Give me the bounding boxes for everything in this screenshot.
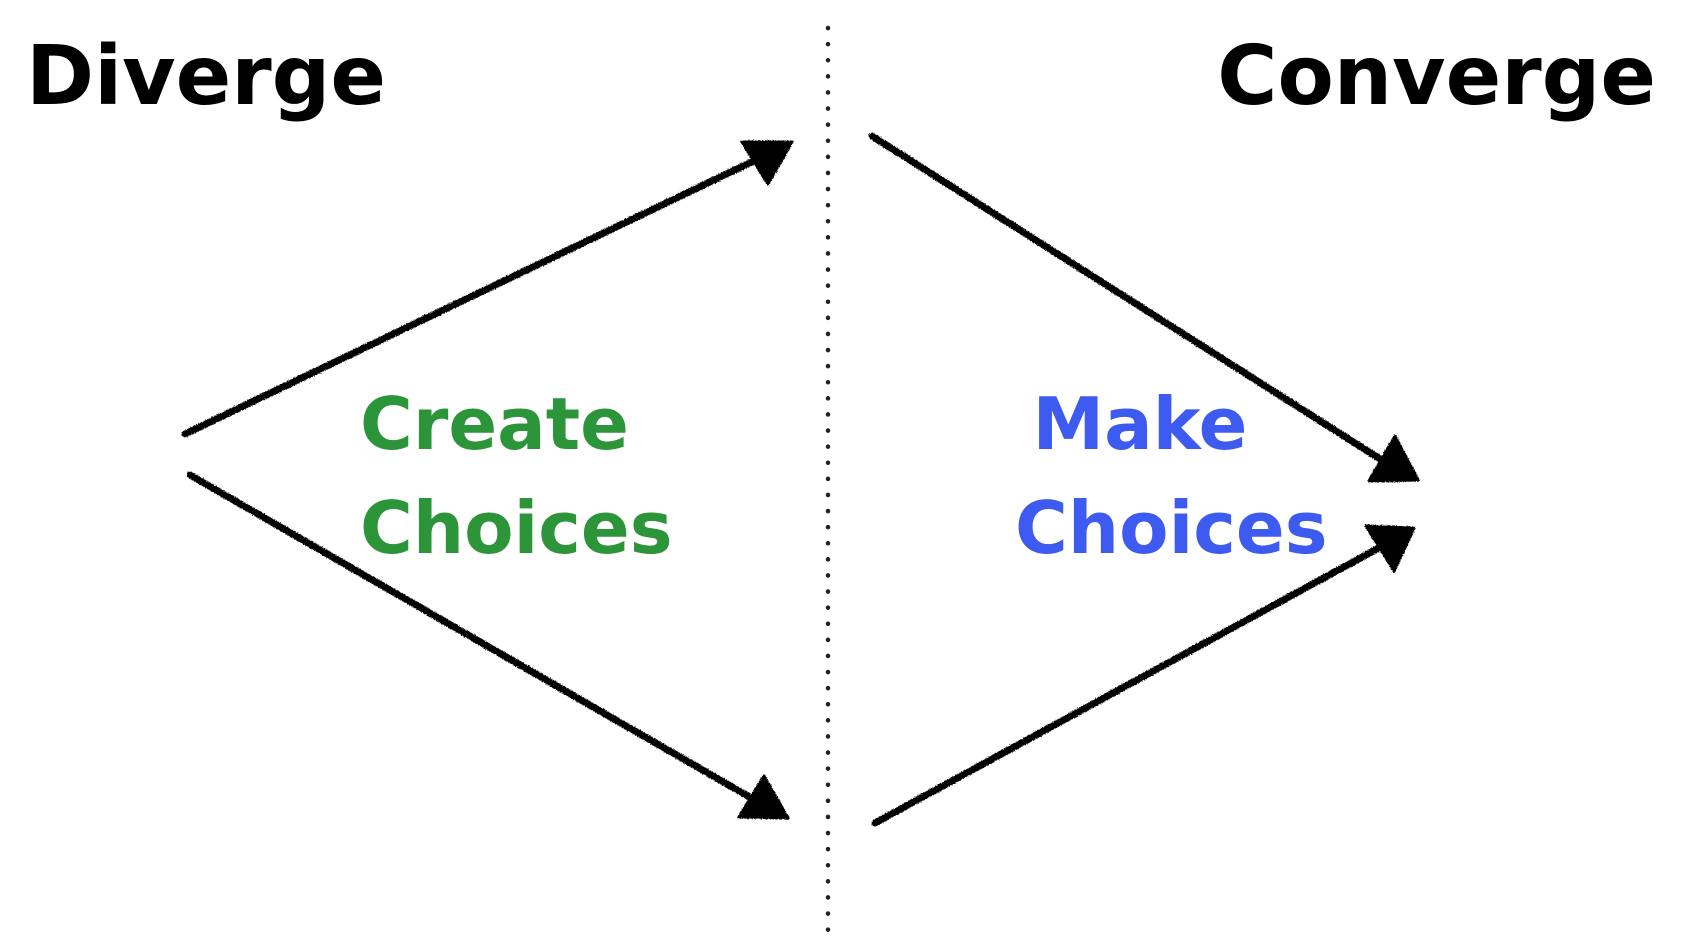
create-label-line2: Choices — [360, 486, 673, 571]
diverge-lower-arrow — [186, 471, 790, 820]
make-label-line2: Choices — [1015, 486, 1328, 571]
create-label-line1: Create — [360, 382, 630, 466]
make-label-line1: Make — [1032, 382, 1248, 466]
create-choices-label: Create Choices — [360, 372, 673, 581]
make-choices-label: Make Choices — [1015, 372, 1328, 581]
converge-upper-arrow — [868, 132, 1420, 483]
diverge-upper-arrow — [181, 140, 794, 438]
diverge-heading: Diverge — [26, 29, 386, 124]
converge-lower-arrow — [871, 524, 1416, 827]
converge-heading: Converge — [1217, 29, 1656, 124]
